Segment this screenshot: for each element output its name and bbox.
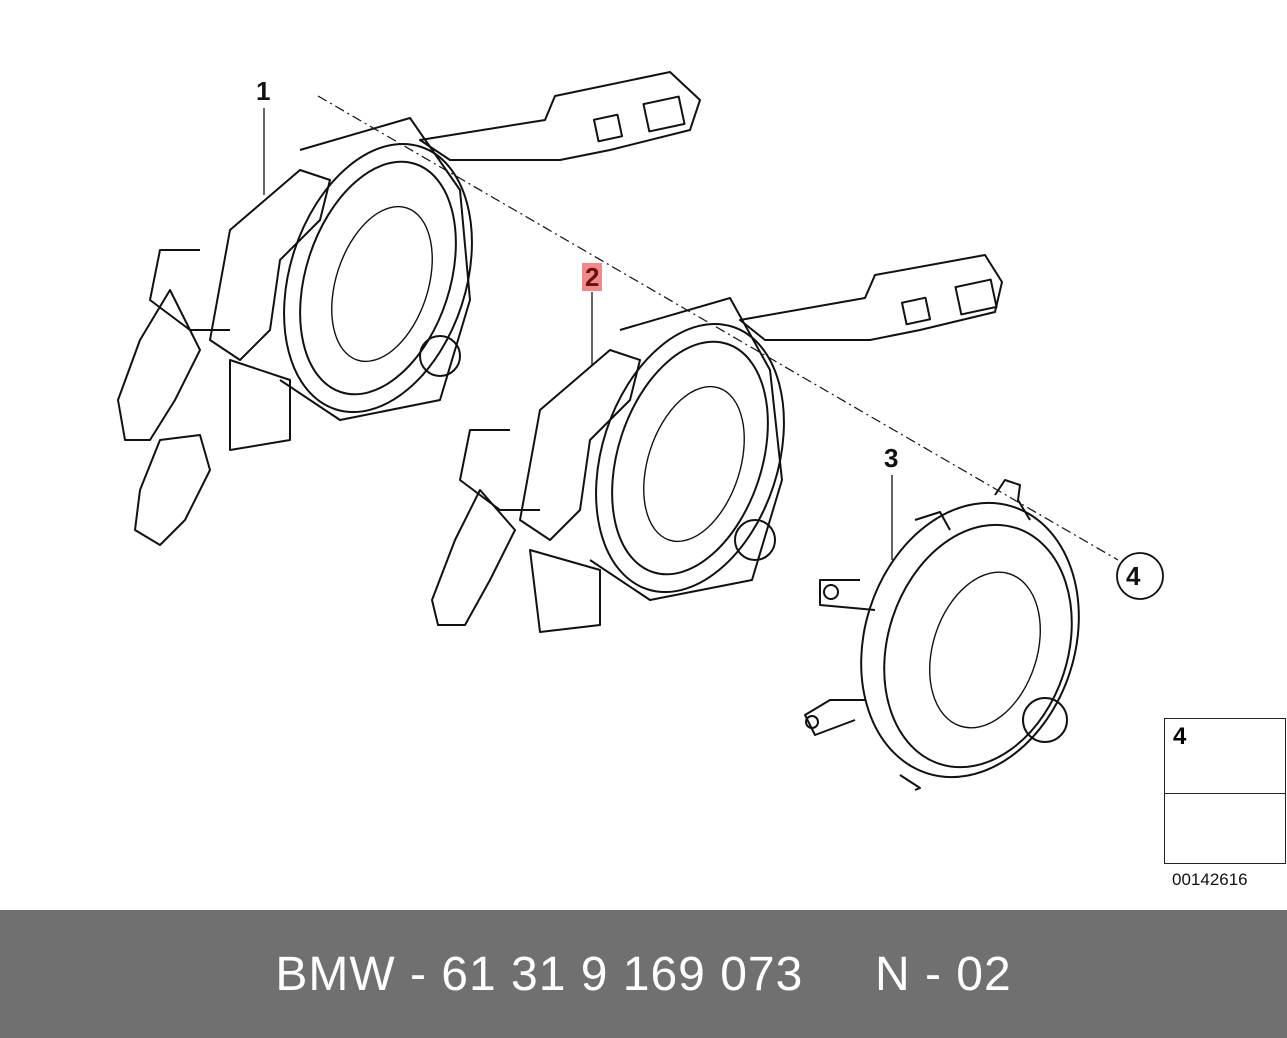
legend-divider [1165,793,1285,794]
document-number: 00142616 [1172,870,1248,889]
callout-1: 1 [256,76,271,106]
callout-4: 4 [1126,561,1141,591]
callout-2-highlighted: 2 [582,263,603,291]
part-number-caption: BMW - 61 31 9 169 073 N - 02 [275,947,1012,1001]
footer-bar: BMW - 61 31 9 169 073 N - 02 [0,910,1287,1038]
callout-circle-4 [1116,552,1164,600]
callout-3: 3 [884,443,899,473]
part-1-switch-cluster [117,71,701,546]
assembly-axis-line [317,95,1119,561]
parts-diagram [117,71,1263,863]
part-2-switch-cluster [431,254,1003,633]
part-3-clock-spring [804,479,1080,791]
legend-item-number: 4 [1173,723,1187,750]
legend-box: 4 [1164,718,1286,864]
